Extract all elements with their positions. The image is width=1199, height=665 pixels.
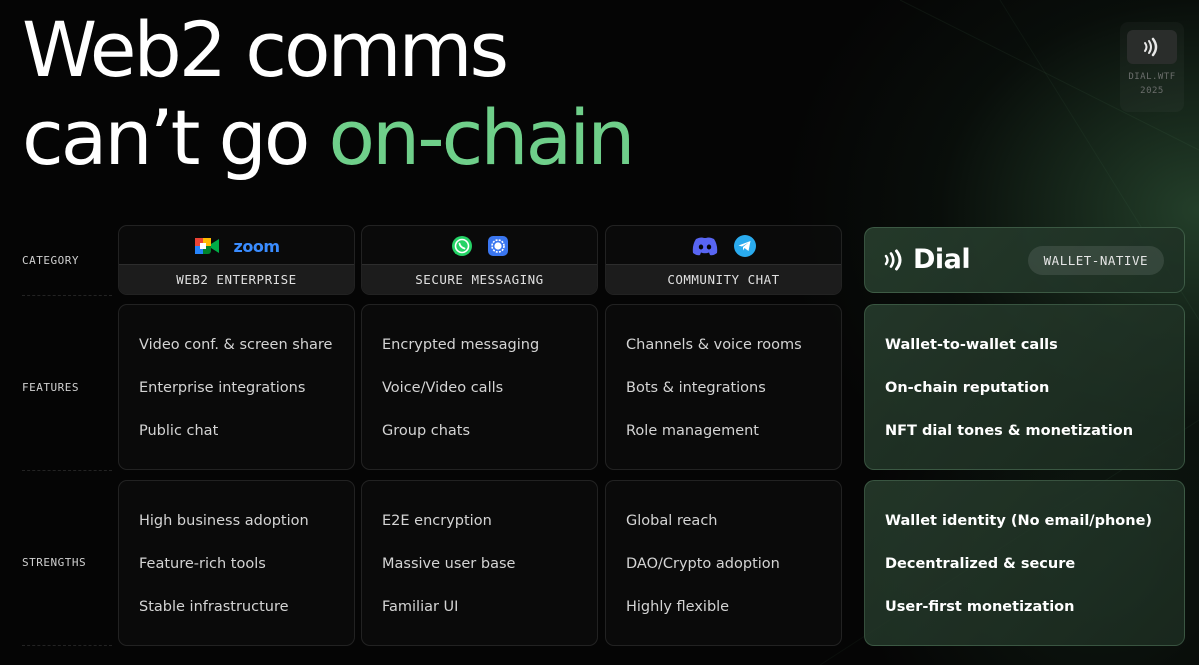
list-item: DAO/Crypto adoption xyxy=(626,556,780,572)
list-item: User-first monetization xyxy=(885,599,1075,615)
category-icons xyxy=(362,226,597,266)
row-label-strengths: STRENGTHS xyxy=(22,556,87,569)
list-item: Enterprise integrations xyxy=(139,380,306,396)
category-card-secure-messaging: SECURE MESSAGING xyxy=(361,225,598,295)
list-item: NFT dial tones & monetization xyxy=(885,423,1134,439)
whatsapp-icon xyxy=(451,235,473,257)
dial-category-card: Dial WALLET-NATIVE xyxy=(864,227,1185,293)
category-name: SECURE MESSAGING xyxy=(362,264,597,294)
discord-icon xyxy=(691,235,719,257)
brand-badge: DIAL.WTF 2025 xyxy=(1120,22,1184,112)
list-item: Massive user base xyxy=(382,556,516,572)
list-item: Channels & voice rooms xyxy=(626,337,802,353)
features-card-community-chat: Channels & voice rooms Bots & integratio… xyxy=(605,304,842,470)
list-item: Feature-rich tools xyxy=(139,556,266,572)
features-card-dial: Wallet-to-wallet calls On-chain reputati… xyxy=(864,304,1185,470)
list-item: Role management xyxy=(626,423,759,439)
row-label-features: FEATURES xyxy=(22,381,79,394)
title-line-2-prefix: can’t go xyxy=(22,93,329,182)
category-card-web2-enterprise: zoom WEB2 ENTERPRISE xyxy=(118,225,355,295)
title-line-1: Web2 comms xyxy=(22,5,509,94)
brand-site: DIAL.WTF xyxy=(1128,72,1176,82)
list-item: E2E encryption xyxy=(382,513,492,529)
list-item: On-chain reputation xyxy=(885,380,1050,396)
dial-wave-icon xyxy=(884,249,902,270)
list-item: Bots & integrations xyxy=(626,380,766,396)
list-item: Familiar UI xyxy=(382,599,459,615)
google-meet-icon xyxy=(194,235,220,257)
signal-icon xyxy=(487,235,509,257)
brand-year: 2025 xyxy=(1140,86,1164,96)
strengths-card-community-chat: Global reach DAO/Crypto adoption Highly … xyxy=(605,480,842,646)
strengths-card-secure-messaging: E2E encryption Massive user base Familia… xyxy=(361,480,598,646)
row-divider xyxy=(22,645,112,646)
list-item: Decentralized & secure xyxy=(885,556,1076,572)
category-icons xyxy=(606,226,841,266)
list-item: Public chat xyxy=(139,423,219,439)
category-name: WEB2 ENTERPRISE xyxy=(119,264,354,294)
features-card-web2-enterprise: Video conf. & screen share Enterprise in… xyxy=(118,304,355,470)
row-divider xyxy=(22,470,112,471)
strengths-card-dial: Wallet identity (No email/phone) Decentr… xyxy=(864,480,1185,646)
category-card-community-chat: COMMUNITY CHAT xyxy=(605,225,842,295)
list-item: Wallet-to-wallet calls xyxy=(885,337,1058,353)
list-item: Stable infrastructure xyxy=(139,599,289,615)
features-card-secure-messaging: Encrypted messaging Voice/Video calls Gr… xyxy=(361,304,598,470)
category-name: COMMUNITY CHAT xyxy=(606,264,841,294)
category-icons: zoom xyxy=(119,226,354,266)
list-item: Group chats xyxy=(382,423,471,439)
dial-logo: Dial xyxy=(883,244,971,275)
list-item: High business adoption xyxy=(139,513,309,529)
row-divider xyxy=(22,295,112,296)
row-label-category: CATEGORY xyxy=(22,254,79,267)
list-item: Encrypted messaging xyxy=(382,337,540,353)
list-item: Wallet identity (No email/phone) xyxy=(885,513,1153,529)
list-item: Voice/Video calls xyxy=(382,380,504,396)
title-line-2-accent: on-chain xyxy=(328,93,636,182)
list-item: Highly flexible xyxy=(626,599,730,615)
wallet-native-badge: WALLET-NATIVE xyxy=(1027,246,1164,275)
dial-logo-icon xyxy=(1127,30,1177,64)
list-item: Video conf. & screen share xyxy=(139,337,333,353)
page-title: Web2 comms can’t go on-chain xyxy=(22,5,636,182)
telegram-icon xyxy=(733,234,757,258)
strengths-card-web2-enterprise: High business adoption Feature-rich tool… xyxy=(118,480,355,646)
list-item: Global reach xyxy=(626,513,718,529)
zoom-logo: zoom xyxy=(233,236,280,256)
dial-name: Dial xyxy=(913,244,971,275)
